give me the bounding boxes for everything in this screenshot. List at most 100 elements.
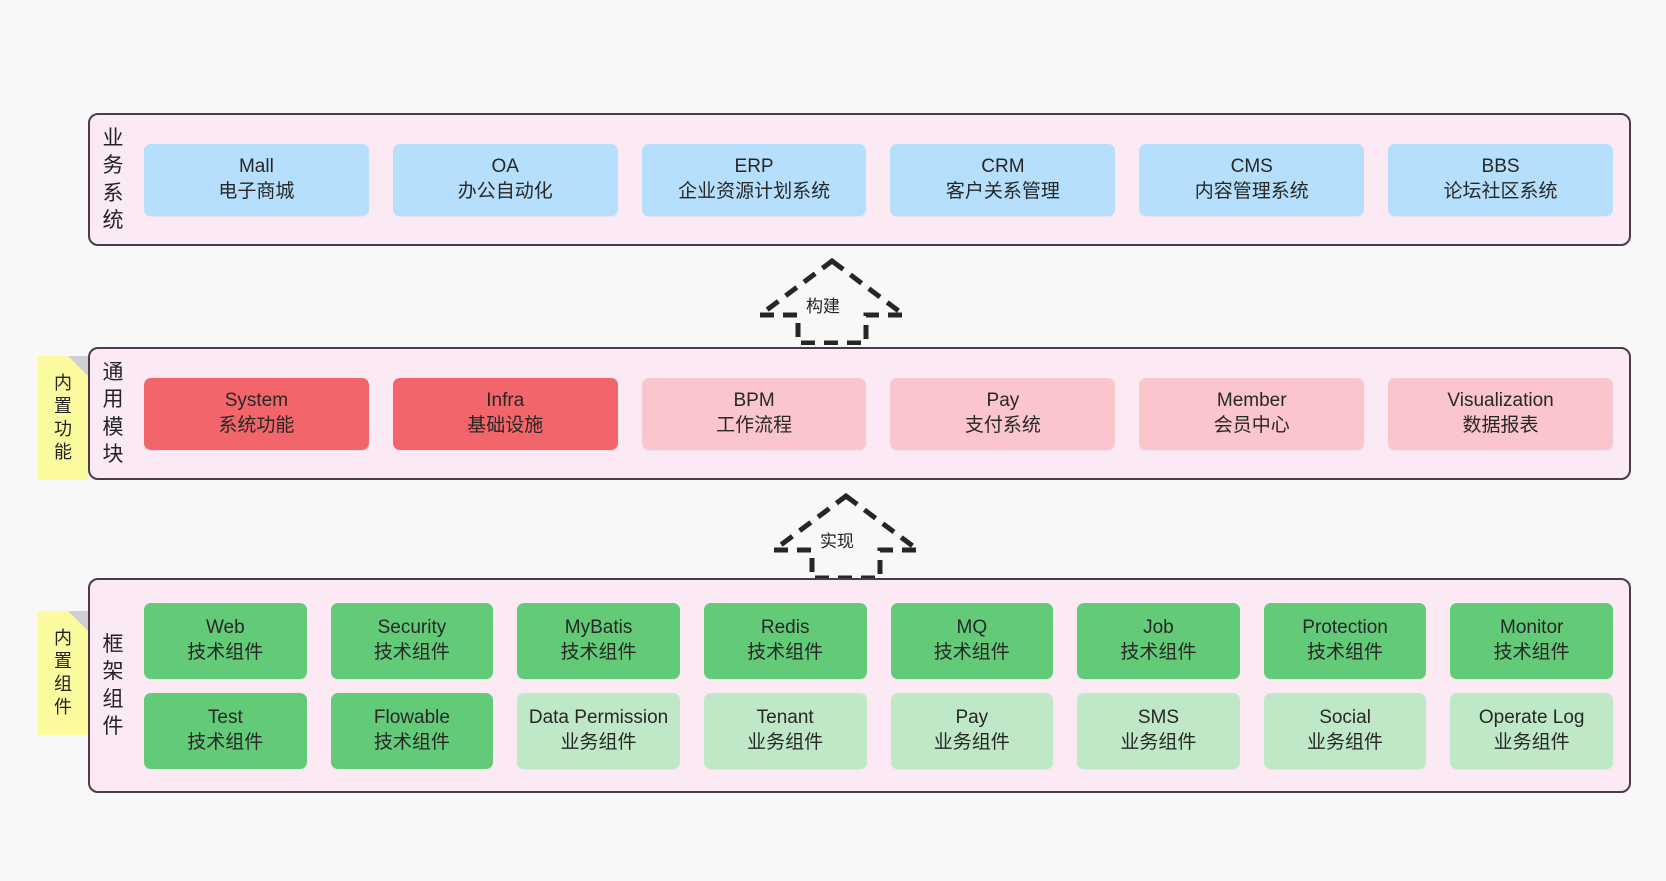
layer-title-char: 系 [102,181,124,205]
node-cms[interactable]: CMS 内容管理系统 [1139,143,1365,216]
node-label-cn: 办公自动化 [457,180,553,202]
node-label-en: CRM [981,155,1025,177]
node-test[interactable]: Test 技术组件 [144,692,307,769]
node-infra[interactable]: Infra 基础设施 [392,377,618,450]
node-operate-log[interactable]: Operate Log 业务组件 [1450,692,1613,769]
node-security[interactable]: Security 技术组件 [330,602,494,679]
node-label-cn: 基础设施 [467,414,544,436]
node-data-permission[interactable]: Data Permission 业务组件 [517,692,680,769]
node-tenant[interactable]: Tenant 业务组件 [703,692,867,769]
node-label-cn: 工作流程 [716,414,793,436]
node-label-cn: 技术组件 [933,641,1010,663]
node-label-cn: 电子商城 [218,180,295,202]
node-redis[interactable]: Redis 技术组件 [703,602,867,679]
layer-title-char: 件 [102,714,124,738]
node-label-en: Mall [238,155,274,177]
node-job[interactable]: Job 技术组件 [1077,602,1240,679]
node-row: Test 技术组件 Flowable 技术组件 Data Permission … [144,692,1613,769]
node-label-en: Monitor [1500,616,1564,638]
node-label-en: Social [1319,706,1371,728]
note-fold-icon [68,611,88,631]
node-label-en: System [224,389,289,411]
node-label-en: Web [205,616,245,638]
node-flowable[interactable]: Flowable 技术组件 [330,692,494,769]
node-label-en: Pay [955,706,989,728]
node-label-en: Protection [1302,616,1388,638]
node-label-cn: 业务组件 [1307,731,1384,753]
node-label-cn: 业务组件 [560,731,637,753]
node-mall[interactable]: Mall 电子商城 [144,143,369,216]
node-social[interactable]: Social 业务组件 [1263,692,1427,769]
node-label-en: Job [1143,616,1174,638]
node-label-cn: 内容管理系统 [1194,180,1309,202]
node-label-en: Visualization [1447,389,1554,411]
node-label-cn: 支付系统 [964,414,1041,436]
node-label-en: Redis [760,616,810,638]
node-erp[interactable]: ERP 企业资源计划系统 [641,143,867,216]
node-system[interactable]: System 系统功能 [144,377,369,450]
node-label-en: OA [491,155,519,177]
node-label-cn: 会员中心 [1213,414,1290,436]
layer-title-char: 通 [102,360,124,384]
node-label-cn: 技术组件 [1120,641,1197,663]
layer-title-char: 框 [102,632,124,656]
layer-common-module: 通 用 模 块 System 系统功能 Infra 基础设施 BPM 工作流程 [88,347,1631,480]
node-mq[interactable]: MQ 技术组件 [890,602,1054,679]
node-pay-component[interactable]: Pay 业务组件 [890,692,1054,769]
node-monitor[interactable]: Monitor 技术组件 [1450,602,1613,679]
layer-title-char: 务 [102,154,124,178]
node-label-cn: 数据报表 [1462,414,1539,436]
node-label-cn: 企业资源计划系统 [678,180,831,202]
node-member[interactable]: Member 会员中心 [1139,377,1365,450]
node-label-en: Tenant [756,706,814,728]
node-bbs[interactable]: BBS 论坛社区系统 [1388,143,1613,216]
node-pay-module[interactable]: Pay 支付系统 [890,377,1116,450]
node-mybatis[interactable]: MyBatis 技术组件 [517,602,680,679]
node-oa[interactable]: OA 办公自动化 [392,143,618,216]
layer-body-business-system: Mall 电子商城 OA 办公自动化 ERP 企业资源计划系统 CRM 客户关系… [136,115,1629,244]
node-label-en: Security [377,616,447,638]
node-visualization[interactable]: Visualization 数据报表 [1388,377,1613,450]
node-web[interactable]: Web 技术组件 [144,602,307,679]
node-label-en: Member [1216,389,1287,411]
node-crm[interactable]: CRM 客户关系管理 [890,143,1116,216]
node-protection[interactable]: Protection 技术组件 [1263,602,1427,679]
layer-title-char: 用 [102,388,124,412]
layer-title-char: 组 [102,687,124,711]
note-char: 件 [54,697,72,718]
note-fold-icon [68,356,88,376]
node-row: Mall 电子商城 OA 办公自动化 ERP 企业资源计划系统 CRM 客户关系… [144,143,1613,216]
node-label-cn: 技术组件 [373,641,450,663]
node-label-en: MQ [956,616,988,638]
note-char: 内 [54,627,72,648]
node-label-en: Pay [986,389,1020,411]
layer-title-char: 统 [102,208,124,232]
node-label-en: Operate Log [1478,706,1585,728]
note-char: 功 [54,419,72,439]
note-char: 组 [54,674,72,694]
note-builtin-function: 内 置 功 能 [38,356,88,480]
note-char: 能 [54,442,72,463]
layer-framework-component: 框 架 组 件 Web 技术组件 Security 技术组件 MyBatis 技… [88,578,1631,793]
connector-label-build: 构建 [806,297,840,316]
node-label-en: MyBatis [564,616,633,638]
node-label-cn: 业务组件 [933,731,1010,753]
layer-body-framework-component: Web 技术组件 Security 技术组件 MyBatis 技术组件 Redi… [136,580,1629,791]
layer-title-char: 模 [102,415,124,439]
note-char: 置 [54,395,72,416]
node-label-cn: 论坛社区系统 [1443,180,1558,202]
layer-title-char: 块 [102,442,124,466]
note-char: 置 [54,650,72,671]
node-label-en: CMS [1230,155,1273,177]
node-label-cn: 技术组件 [187,641,264,663]
layer-title-char: 业 [102,126,124,150]
node-label-en: BBS [1481,155,1520,177]
node-label-en: Data Permission [528,706,669,728]
node-label-cn: 业务组件 [1120,731,1197,753]
node-row: Web 技术组件 Security 技术组件 MyBatis 技术组件 Redi… [144,602,1613,679]
node-label-cn: 技术组件 [373,731,450,753]
node-sms[interactable]: SMS 业务组件 [1077,692,1240,769]
node-label-cn: 技术组件 [747,641,824,663]
node-bpm[interactable]: BPM 工作流程 [641,377,867,450]
layer-title-char: 架 [102,660,124,684]
